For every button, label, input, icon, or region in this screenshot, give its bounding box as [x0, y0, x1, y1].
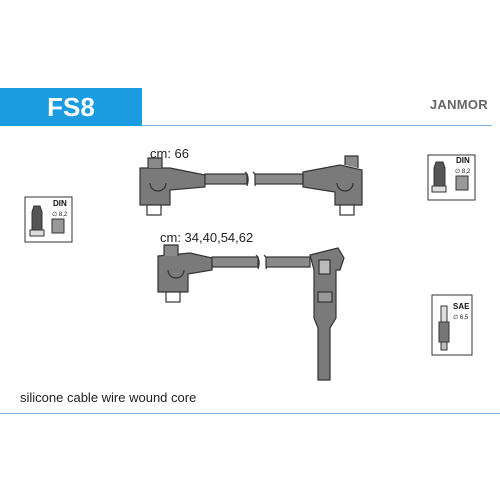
din-size: ∅ 8,2: [455, 168, 471, 175]
din-label: DIN: [53, 199, 67, 208]
sae-connector-badge: SAE ∅ 6,5: [431, 294, 473, 356]
din-connector-badge-left: DIN ∅ 8,2: [24, 196, 73, 243]
ignition-cable-1: [139, 155, 363, 216]
header-divider: [142, 125, 492, 126]
product-description: silicone cable wire wound core: [20, 390, 197, 405]
product-badge: FS8: [0, 88, 142, 126]
cable-length-label: cm: 34,40,54,62: [160, 230, 254, 245]
cable-length-label: cm: 66: [150, 146, 190, 161]
brand-name: JANMOR: [429, 97, 488, 112]
din-label: DIN: [456, 156, 470, 165]
sae-label: SAE: [453, 302, 470, 311]
ignition-cable-2: [157, 244, 345, 381]
sae-size: ∅ 6,5: [453, 314, 469, 321]
product-code: FS8: [47, 92, 95, 122]
din-connector-badge-right: DIN ∅ 8,2: [427, 154, 476, 201]
footer-divider: [0, 413, 500, 414]
din-size: ∅ 8,2: [52, 211, 68, 218]
